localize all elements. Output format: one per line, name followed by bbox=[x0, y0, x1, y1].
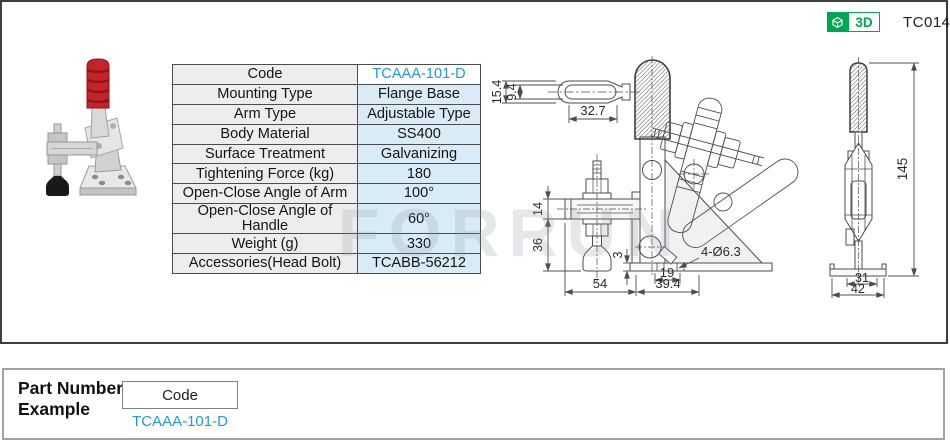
product-code: TC014 bbox=[903, 14, 950, 31]
cube-3d-icon bbox=[827, 12, 848, 32]
spec-value: 330 bbox=[357, 233, 481, 255]
hole-callout-label: 4-Ø6.3 bbox=[701, 244, 741, 259]
side-view-drawing: 145 31 42 bbox=[829, 57, 919, 298]
spec-value: Flange Base bbox=[357, 83, 481, 105]
product-photo bbox=[46, 58, 137, 196]
title-line-2: Example bbox=[18, 399, 90, 419]
spec-value: Adjustable Type bbox=[357, 103, 481, 125]
table-row: Mounting Type Flange Base bbox=[172, 83, 481, 105]
spec-label: Open-Close Angle of Handle bbox=[172, 203, 358, 235]
spec-label: Weight (g) bbox=[172, 233, 358, 255]
dim-label-54: 54 bbox=[593, 276, 607, 291]
spec-table: Code TCAAA-101-D Mounting Type Flange Ba… bbox=[172, 64, 481, 275]
dim-label-36: 36 bbox=[531, 238, 545, 252]
code-box-label: Code bbox=[122, 381, 238, 409]
table-row: Code TCAAA-101-D bbox=[172, 64, 481, 85]
table-row: Tightening Force (kg) 180 bbox=[172, 163, 481, 185]
datasheet-panel: 3D TC014 Code TCAAA-101-D Mounting Type bbox=[0, 0, 950, 344]
spec-label: Open-Close Angle of Arm bbox=[172, 183, 358, 205]
table-row: Accessories(Head Bolt) TCABB-56212 bbox=[172, 253, 481, 275]
table-row: Body Material SS400 bbox=[172, 123, 481, 145]
dim-label-15-4: 15.4 bbox=[490, 80, 504, 104]
spec-label: Tightening Force (kg) bbox=[172, 163, 358, 185]
dim-label-19: 19 bbox=[660, 265, 674, 280]
dim-label-39-4: 39.4 bbox=[655, 276, 680, 291]
top-view-drawing: 15.4 9.4 32.7 bbox=[490, 80, 640, 123]
spec-value: TCABB-56212 bbox=[357, 253, 481, 275]
dim-label-31: 31 bbox=[855, 271, 869, 285]
spec-label: Accessories(Head Bolt) bbox=[172, 253, 358, 275]
spec-label: Arm Type bbox=[172, 103, 358, 125]
spec-label: Surface Treatment bbox=[172, 143, 358, 165]
spec-value: Galvanizing bbox=[357, 143, 481, 165]
table-row: Arm Type Adjustable Type bbox=[172, 103, 481, 125]
front-view-drawing: 14 36 3 54 19 39.4 4-Ø6.3 bbox=[531, 56, 799, 296]
code-example-value[interactable]: TCAAA-101-D bbox=[132, 413, 228, 430]
dim-label-145: 145 bbox=[895, 158, 910, 181]
spec-value: 60° bbox=[357, 203, 481, 235]
table-row: Weight (g) 330 bbox=[172, 233, 481, 255]
table-row: Open-Close Angle of Arm 100° bbox=[172, 183, 481, 205]
badge-3d[interactable]: 3D bbox=[827, 12, 880, 32]
dim-label-14: 14 bbox=[531, 202, 545, 216]
title-line-1: Part Number bbox=[18, 378, 124, 398]
spec-value: 180 bbox=[357, 163, 481, 185]
spec-value-code[interactable]: TCAAA-101-D bbox=[357, 64, 481, 85]
spec-label: Body Material bbox=[172, 123, 358, 145]
badge-3d-label: 3D bbox=[848, 12, 880, 32]
spec-value: 100° bbox=[357, 183, 481, 205]
spec-label: Mounting Type bbox=[172, 83, 358, 105]
spec-value: SS400 bbox=[357, 123, 481, 145]
table-row: Open-Close Angle of Handle 60° bbox=[172, 203, 481, 235]
dim-label-32-7: 32.7 bbox=[580, 103, 605, 118]
spec-label: Code bbox=[172, 64, 358, 85]
part-number-example-title: Part Number Example bbox=[18, 378, 123, 420]
dim-label-42: 42 bbox=[851, 282, 865, 296]
table-row: Surface Treatment Galvanizing bbox=[172, 143, 481, 165]
part-number-example-panel: Part Number Example Code TCAAA-101-D bbox=[2, 368, 945, 440]
dim-label-3: 3 bbox=[611, 251, 625, 258]
dim-label-9-4: 9.4 bbox=[505, 83, 519, 100]
